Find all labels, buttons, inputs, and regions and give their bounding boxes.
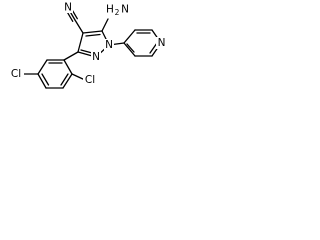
bond-c4-cn (74, 19, 84, 34)
pyrazole-n2-label: N (92, 51, 100, 63)
pyrazole-n1-label: N (105, 39, 113, 51)
bond-bz-5-double (60, 73, 69, 86)
bond-c3-aryl (63, 51, 79, 61)
para-chlorine-label: Cl (11, 68, 21, 80)
bond-py-1 (123, 29, 136, 44)
nitrile-nitrogen-label: N (64, 2, 72, 14)
amino-nitrogen-label: N (121, 4, 129, 16)
bond-c5-nh2 (101, 18, 109, 32)
bond-nitrile-triple-b (67, 12, 74, 22)
bond-bz-2 (37, 59, 48, 75)
ortho-chlorine-label: Cl (85, 74, 95, 86)
bond-nitrile-triple-c (71, 9, 78, 20)
bond-c3-c4 (77, 32, 84, 53)
atom-labels: N H 2 N N N N Cl Cl (8, 2, 167, 86)
bond-bz-6 (63, 59, 73, 75)
molecule-structure: N H 2 N N N N Cl Cl (8, 2, 167, 89)
bond-py-6 (123, 42, 136, 57)
amino-hydrogen-count-label: 2 (115, 8, 120, 17)
bond-lines (23, 9, 162, 89)
amino-hydrogen-label: H (106, 4, 114, 16)
bond-ortho-cl (71, 73, 86, 81)
bond-c4-c5 (82, 30, 103, 34)
bond-bz-5 (62, 73, 73, 89)
bond-bz-3 (37, 73, 47, 89)
pyridine-nitrogen-label: N (158, 37, 166, 49)
bond-c4-c5-double (85, 33, 101, 37)
bond-bz-3-double (41, 73, 50, 86)
bond-py-4-double (149, 42, 158, 54)
bond-py-6-double (126, 43, 135, 53)
